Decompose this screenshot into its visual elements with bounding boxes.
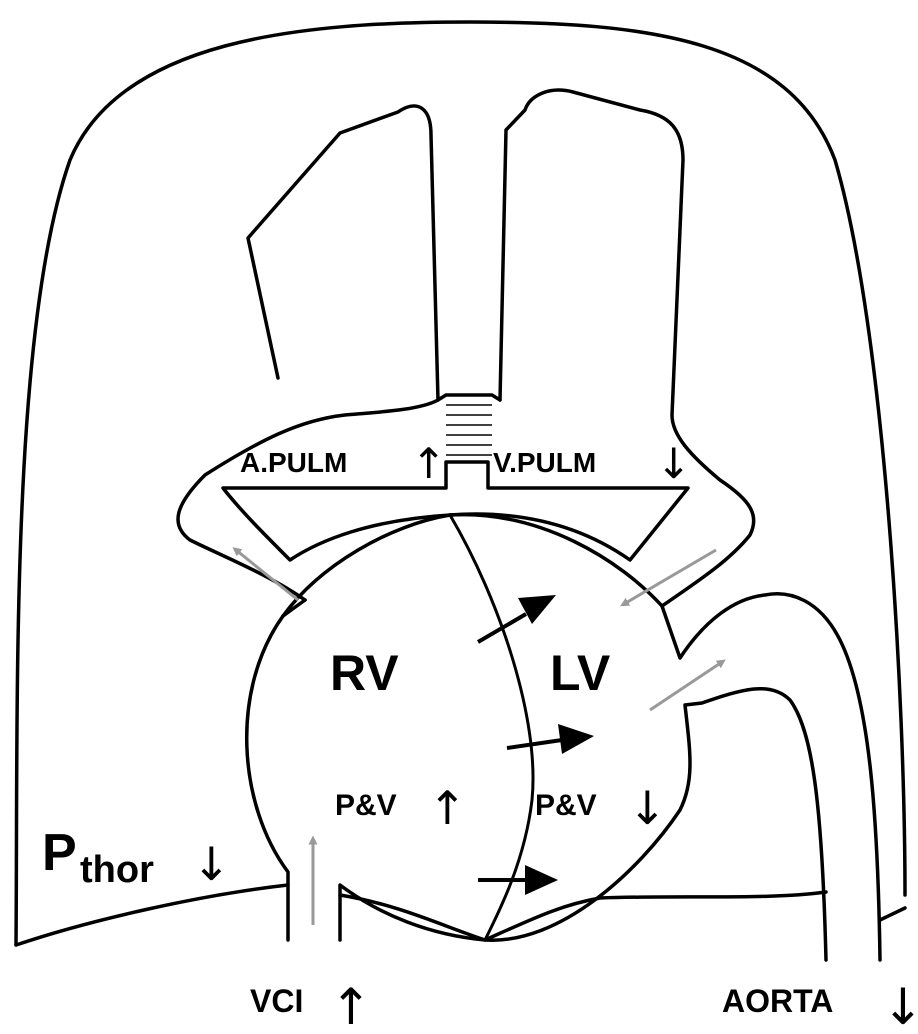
label-thoracic-pressure: P (42, 824, 77, 882)
label-pulmonary-artery: A.PULM (240, 447, 347, 478)
septal-shift-arrows (478, 595, 594, 895)
label-lv-pressure-volume: P&V (535, 789, 597, 822)
label-left-ventricle: LV (550, 645, 611, 701)
arrow-vena-cava: ↑ (330, 978, 372, 1034)
flow-arrow-lv-outflow (650, 662, 722, 710)
arrow-pulmonary-vein: ↓ (656, 439, 691, 488)
arrow-rv-pressure-volume: ↑ (428, 781, 467, 835)
diaphragm-right (880, 908, 905, 920)
label-pulmonary-vein: V.PULM (493, 447, 596, 478)
pulmonary-septum-top (438, 395, 500, 400)
label-rv-pressure-volume: P&V (335, 789, 397, 822)
label-vena-cava: VCI (250, 983, 303, 1019)
label-thoracic-pressure-subscript: thor (80, 849, 154, 891)
heart-upper-rim (283, 515, 450, 616)
label-aorta: AORTA (722, 983, 833, 1019)
arrow-aorta: ↓ (882, 978, 918, 1034)
arrow-lv-pressure-volume: ↓ (628, 781, 667, 835)
diaphragm-center (340, 892, 826, 940)
arrow-thoracic-pressure: ↓ (192, 837, 231, 891)
diaphragm (16, 885, 288, 945)
arrow-pulmonary-artery: ↑ (411, 439, 446, 488)
pulmonary-circuit (178, 106, 438, 600)
septal-shift-arrow-upper (478, 614, 526, 642)
label-right-ventricle: RV (330, 645, 399, 701)
interventricular-septum (450, 515, 533, 940)
capillary-lines (446, 405, 492, 455)
septal-shift-arrow-middle (507, 740, 562, 748)
